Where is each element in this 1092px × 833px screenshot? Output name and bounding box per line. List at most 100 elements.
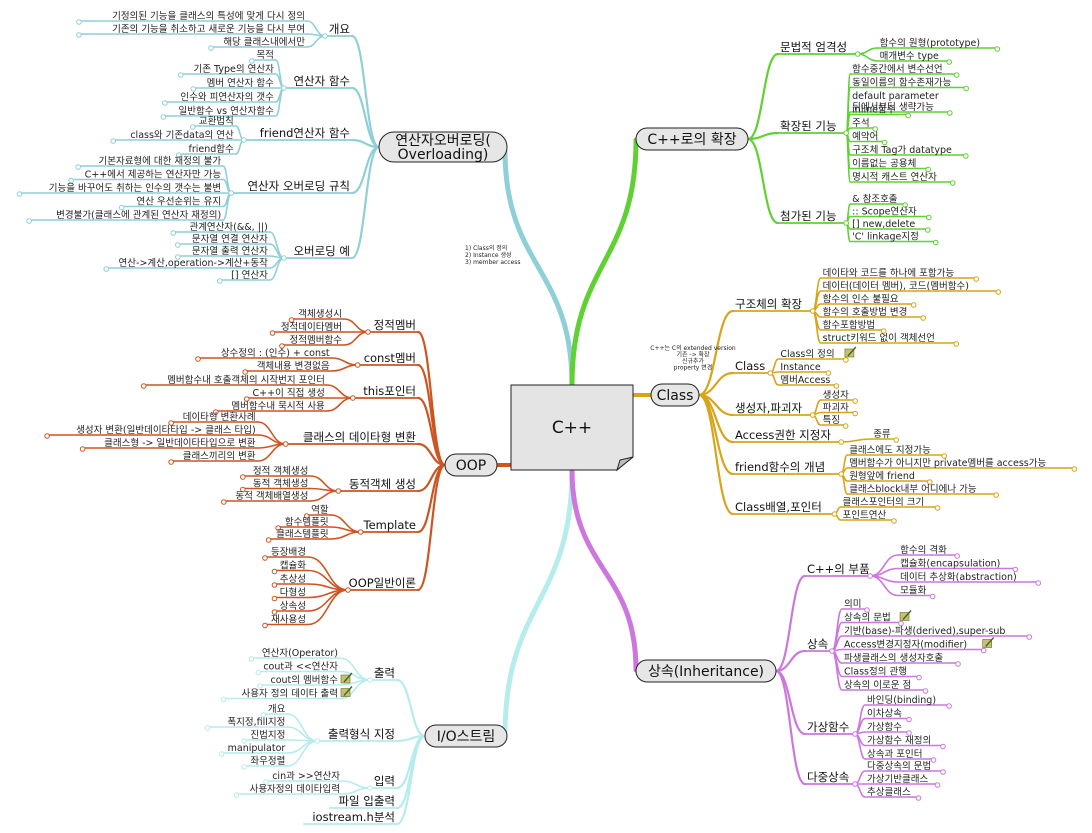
- leaf-node[interactable]: 연산 우선순위는 유지: [136, 196, 221, 208]
- leaf-node[interactable]: 상수정의 : (인수) + const: [221, 348, 330, 359]
- node-handle[interactable]: [953, 341, 960, 347]
- node-handle[interactable]: [262, 622, 268, 629]
- node-handle[interactable]: [175, 254, 181, 260]
- leaf-node[interactable]: 인수와 피연산자의 갯수: [180, 91, 274, 103]
- leaf-node[interactable]: 일반함수 vs 연산자함수: [179, 106, 275, 117]
- node-handle[interactable]: [79, 446, 86, 452]
- node-handle[interactable]: [980, 647, 987, 654]
- leaf-node[interactable]: 재사용성: [271, 615, 306, 626]
- node-handle[interactable]: [905, 112, 912, 119]
- node-handle[interactable]: [217, 278, 223, 284]
- node-handle[interactable]: [242, 369, 248, 375]
- leaf-node[interactable]: friend함수: [189, 144, 235, 155]
- node-handle[interactable]: [241, 764, 248, 770]
- leaf-node[interactable]: 특징: [823, 415, 840, 426]
- leaf-node[interactable]: 바인딩(binding): [867, 695, 936, 706]
- node-handle[interactable]: [898, 620, 904, 627]
- node-handle[interactable]: [140, 383, 147, 389]
- leaf-node[interactable]: 객체내용 변경없음: [257, 360, 330, 372]
- node-handle[interactable]: [271, 582, 278, 588]
- node-handle[interactable]: [177, 72, 184, 78]
- node-handle[interactable]: [365, 329, 371, 335]
- node-handle[interactable]: [255, 669, 262, 676]
- node-handle[interactable]: [170, 230, 177, 236]
- node-handle[interactable]: [322, 33, 328, 39]
- leaf-node[interactable]: 좌우정렬: [250, 756, 285, 767]
- leaf-node[interactable]: 멤버 연산자 함수: [207, 78, 274, 89]
- node-handle[interactable]: [925, 166, 931, 173]
- leaf-node[interactable]: 명시적 캐스트 연산자: [852, 171, 937, 183]
- node-handle[interactable]: [265, 537, 272, 543]
- node-handle[interactable]: [288, 317, 295, 323]
- leaf-node[interactable]: 기반(base)-파생(derived),super-sub: [844, 626, 1005, 637]
- leaf-node[interactable]: 생성자 변환(일반데이타타입 -> 클래스 타입): [76, 424, 255, 436]
- node-handle[interactable]: [910, 302, 917, 308]
- leaf-node[interactable]: 상속의 문법: [844, 613, 891, 624]
- node-handle[interactable]: [940, 743, 946, 750]
- leaf-node[interactable]: 멤버Access: [780, 375, 830, 386]
- node-handle[interactable]: [963, 153, 969, 159]
- node-handle[interactable]: [190, 86, 197, 92]
- leaf-node[interactable]: 포인트연산: [843, 510, 887, 521]
- leaf-node[interactable]: & 참조호출: [852, 194, 898, 205]
- leaf-node[interactable]: 역할: [311, 505, 329, 516]
- leaf-node[interactable]: 동적 객체배열생성: [235, 490, 308, 502]
- leaf-node[interactable]: 'C' linkage지정: [852, 232, 919, 243]
- leaf-node[interactable]: 이름없는 공용체: [852, 158, 916, 170]
- node-handle[interactable]: [314, 738, 321, 744]
- node-handle[interactable]: [233, 792, 240, 798]
- leaf-node[interactable]: 동일이름의 함수존재가능: [852, 78, 951, 89]
- node-handle[interactable]: [925, 227, 931, 233]
- node-handle[interactable]: [891, 518, 897, 524]
- node-handle[interactable]: [915, 795, 922, 801]
- node-handle[interactable]: [925, 214, 932, 221]
- node-handle[interactable]: [854, 51, 861, 57]
- subtopic-node[interactable]: 개요: [329, 22, 350, 36]
- leaf-node[interactable]: 추상성: [280, 574, 306, 585]
- node-handle[interactable]: [809, 412, 816, 418]
- node-handle[interactable]: [282, 441, 289, 447]
- leaf-node[interactable]: 종류: [873, 429, 891, 440]
- leaf-node[interactable]: 멤버함수내 호출객체의 시작번지 포인터: [167, 375, 325, 386]
- leaf-node[interactable]: Class정의 관행: [844, 666, 907, 678]
- leaf-node[interactable]: 멤버함수내 묵시적 사용: [231, 400, 325, 412]
- node-handle[interactable]: [303, 513, 310, 519]
- node-handle[interactable]: [953, 72, 960, 78]
- topic-io[interactable]: I/O스트림: [424, 724, 508, 748]
- node-handle[interactable]: [973, 276, 980, 282]
- leaf-node[interactable]: 문자열 연결 연산자: [192, 234, 268, 245]
- leaf-node[interactable]: 연산->계산,operation->계산+동작: [119, 257, 269, 269]
- leaf-node[interactable]: 문자열 출력 연산자: [192, 245, 268, 257]
- node-handle[interactable]: [838, 471, 844, 477]
- subtopic-node[interactable]: C++의 부품: [807, 562, 870, 576]
- subtopic-node[interactable]: 출력: [374, 666, 395, 680]
- node-handle[interactable]: [240, 486, 246, 493]
- leaf-node[interactable]: 데이타와 코드를 하나에 포함가능: [823, 267, 955, 279]
- leaf-node[interactable]: struct키워드 없이 객체선언: [823, 332, 935, 344]
- leaf-node[interactable]: 해당 클래스내에서만: [223, 36, 305, 48]
- node-handle[interactable]: [190, 124, 196, 130]
- leaf-node[interactable]: Instance: [780, 362, 821, 373]
- node-handle[interactable]: [249, 58, 255, 64]
- subtopic-node[interactable]: Class배열,포인터: [735, 500, 822, 514]
- subtopic-node[interactable]: 다중상속: [807, 770, 849, 784]
- leaf-node[interactable]: 데이타형 변환사례: [183, 411, 256, 423]
- node-handle[interactable]: [829, 648, 835, 654]
- leaf-node[interactable]: C++이 직접 생성: [253, 387, 325, 399]
- subtopic-node[interactable]: 구조체의 확장: [735, 297, 803, 311]
- node-handle[interactable]: [867, 573, 873, 579]
- leaf-node[interactable]: 의미: [844, 599, 861, 610]
- leaf-node[interactable]: 파생클래스의 생성자호출: [844, 653, 943, 664]
- node-handle[interactable]: [930, 757, 937, 763]
- node-handle[interactable]: [922, 688, 929, 694]
- node-handle[interactable]: [16, 191, 23, 197]
- subtopic-node[interactable]: iostream.h분석: [312, 810, 395, 824]
- node-handle[interactable]: [44, 433, 50, 439]
- topic-overloading[interactable]: 연산자오버로딩(Overloading): [378, 131, 508, 163]
- leaf-node[interactable]: inline함수: [852, 105, 896, 116]
- node-handle[interactable]: [271, 609, 278, 615]
- node-handle[interactable]: [357, 529, 364, 535]
- leaf-node[interactable]: 가상함수: [867, 722, 902, 733]
- node-handle[interactable]: [843, 130, 849, 136]
- node-handle[interactable]: [852, 731, 858, 737]
